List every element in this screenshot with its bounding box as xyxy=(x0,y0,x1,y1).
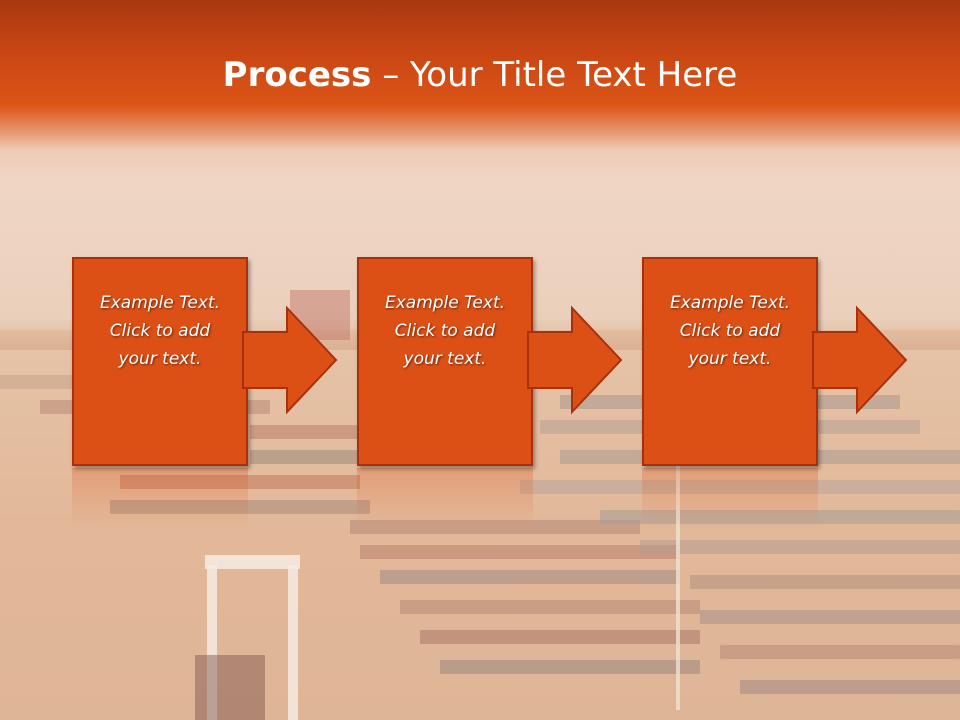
step-1-line-3: your text. xyxy=(118,349,202,369)
title-bold-part: Process xyxy=(222,55,372,95)
container-row xyxy=(110,500,370,514)
step-3-line-3: your text. xyxy=(688,349,772,369)
container-row xyxy=(360,545,680,559)
step-2-reflection xyxy=(357,468,533,528)
process-step-1[interactable]: Example Text. Click to add your text. xyxy=(72,257,248,466)
container-row xyxy=(690,575,960,589)
slide-title[interactable]: Process – Your Title Text Here xyxy=(0,50,960,100)
container-row xyxy=(420,630,700,644)
process-step-2[interactable]: Example Text. Click to add your text. xyxy=(357,257,533,466)
step-1-box[interactable]: Example Text. Click to add your text. xyxy=(72,257,248,466)
container-row xyxy=(250,425,370,439)
step-2-line-2: Click to add xyxy=(394,321,496,341)
step-3-text[interactable]: Example Text. Click to add your text. xyxy=(655,293,805,374)
step-1-line-1: Example Text. xyxy=(99,293,221,313)
step-3-line-1: Example Text. xyxy=(669,293,791,313)
container-row xyxy=(600,510,960,524)
container-row xyxy=(400,600,700,614)
container-row xyxy=(250,450,380,464)
step-1-reflection xyxy=(72,468,248,528)
title-separator: – xyxy=(371,55,411,95)
container-row xyxy=(720,645,960,659)
step-2-arrow-icon xyxy=(527,305,623,415)
step-3-line-2: Click to add xyxy=(679,321,781,341)
step-3-reflection xyxy=(642,468,818,528)
container-row xyxy=(740,680,960,694)
container-row xyxy=(640,540,960,554)
step-2-line-1: Example Text. xyxy=(384,293,506,313)
step-1-arrow-icon xyxy=(242,305,338,415)
step-2-line-3: your text. xyxy=(403,349,487,369)
process-step-3[interactable]: Example Text. Click to add your text. xyxy=(642,257,818,466)
container-row xyxy=(520,480,960,494)
background-light-mast xyxy=(676,460,680,710)
title-rest: Your Title Text Here xyxy=(410,55,738,95)
step-2-box[interactable]: Example Text. Click to add your text. xyxy=(357,257,533,466)
title-bar xyxy=(0,0,960,150)
container-row xyxy=(350,520,640,534)
container-row xyxy=(440,660,700,674)
step-1-text[interactable]: Example Text. Click to add your text. xyxy=(85,293,235,374)
container-row xyxy=(700,610,960,624)
step-1-line-2: Click to add xyxy=(109,321,211,341)
container-row xyxy=(380,570,680,584)
container-row xyxy=(120,475,360,489)
background-crane xyxy=(195,545,300,720)
step-2-text[interactable]: Example Text. Click to add your text. xyxy=(370,293,520,374)
step-3-box[interactable]: Example Text. Click to add your text. xyxy=(642,257,818,466)
step-3-arrow-icon xyxy=(812,305,908,415)
